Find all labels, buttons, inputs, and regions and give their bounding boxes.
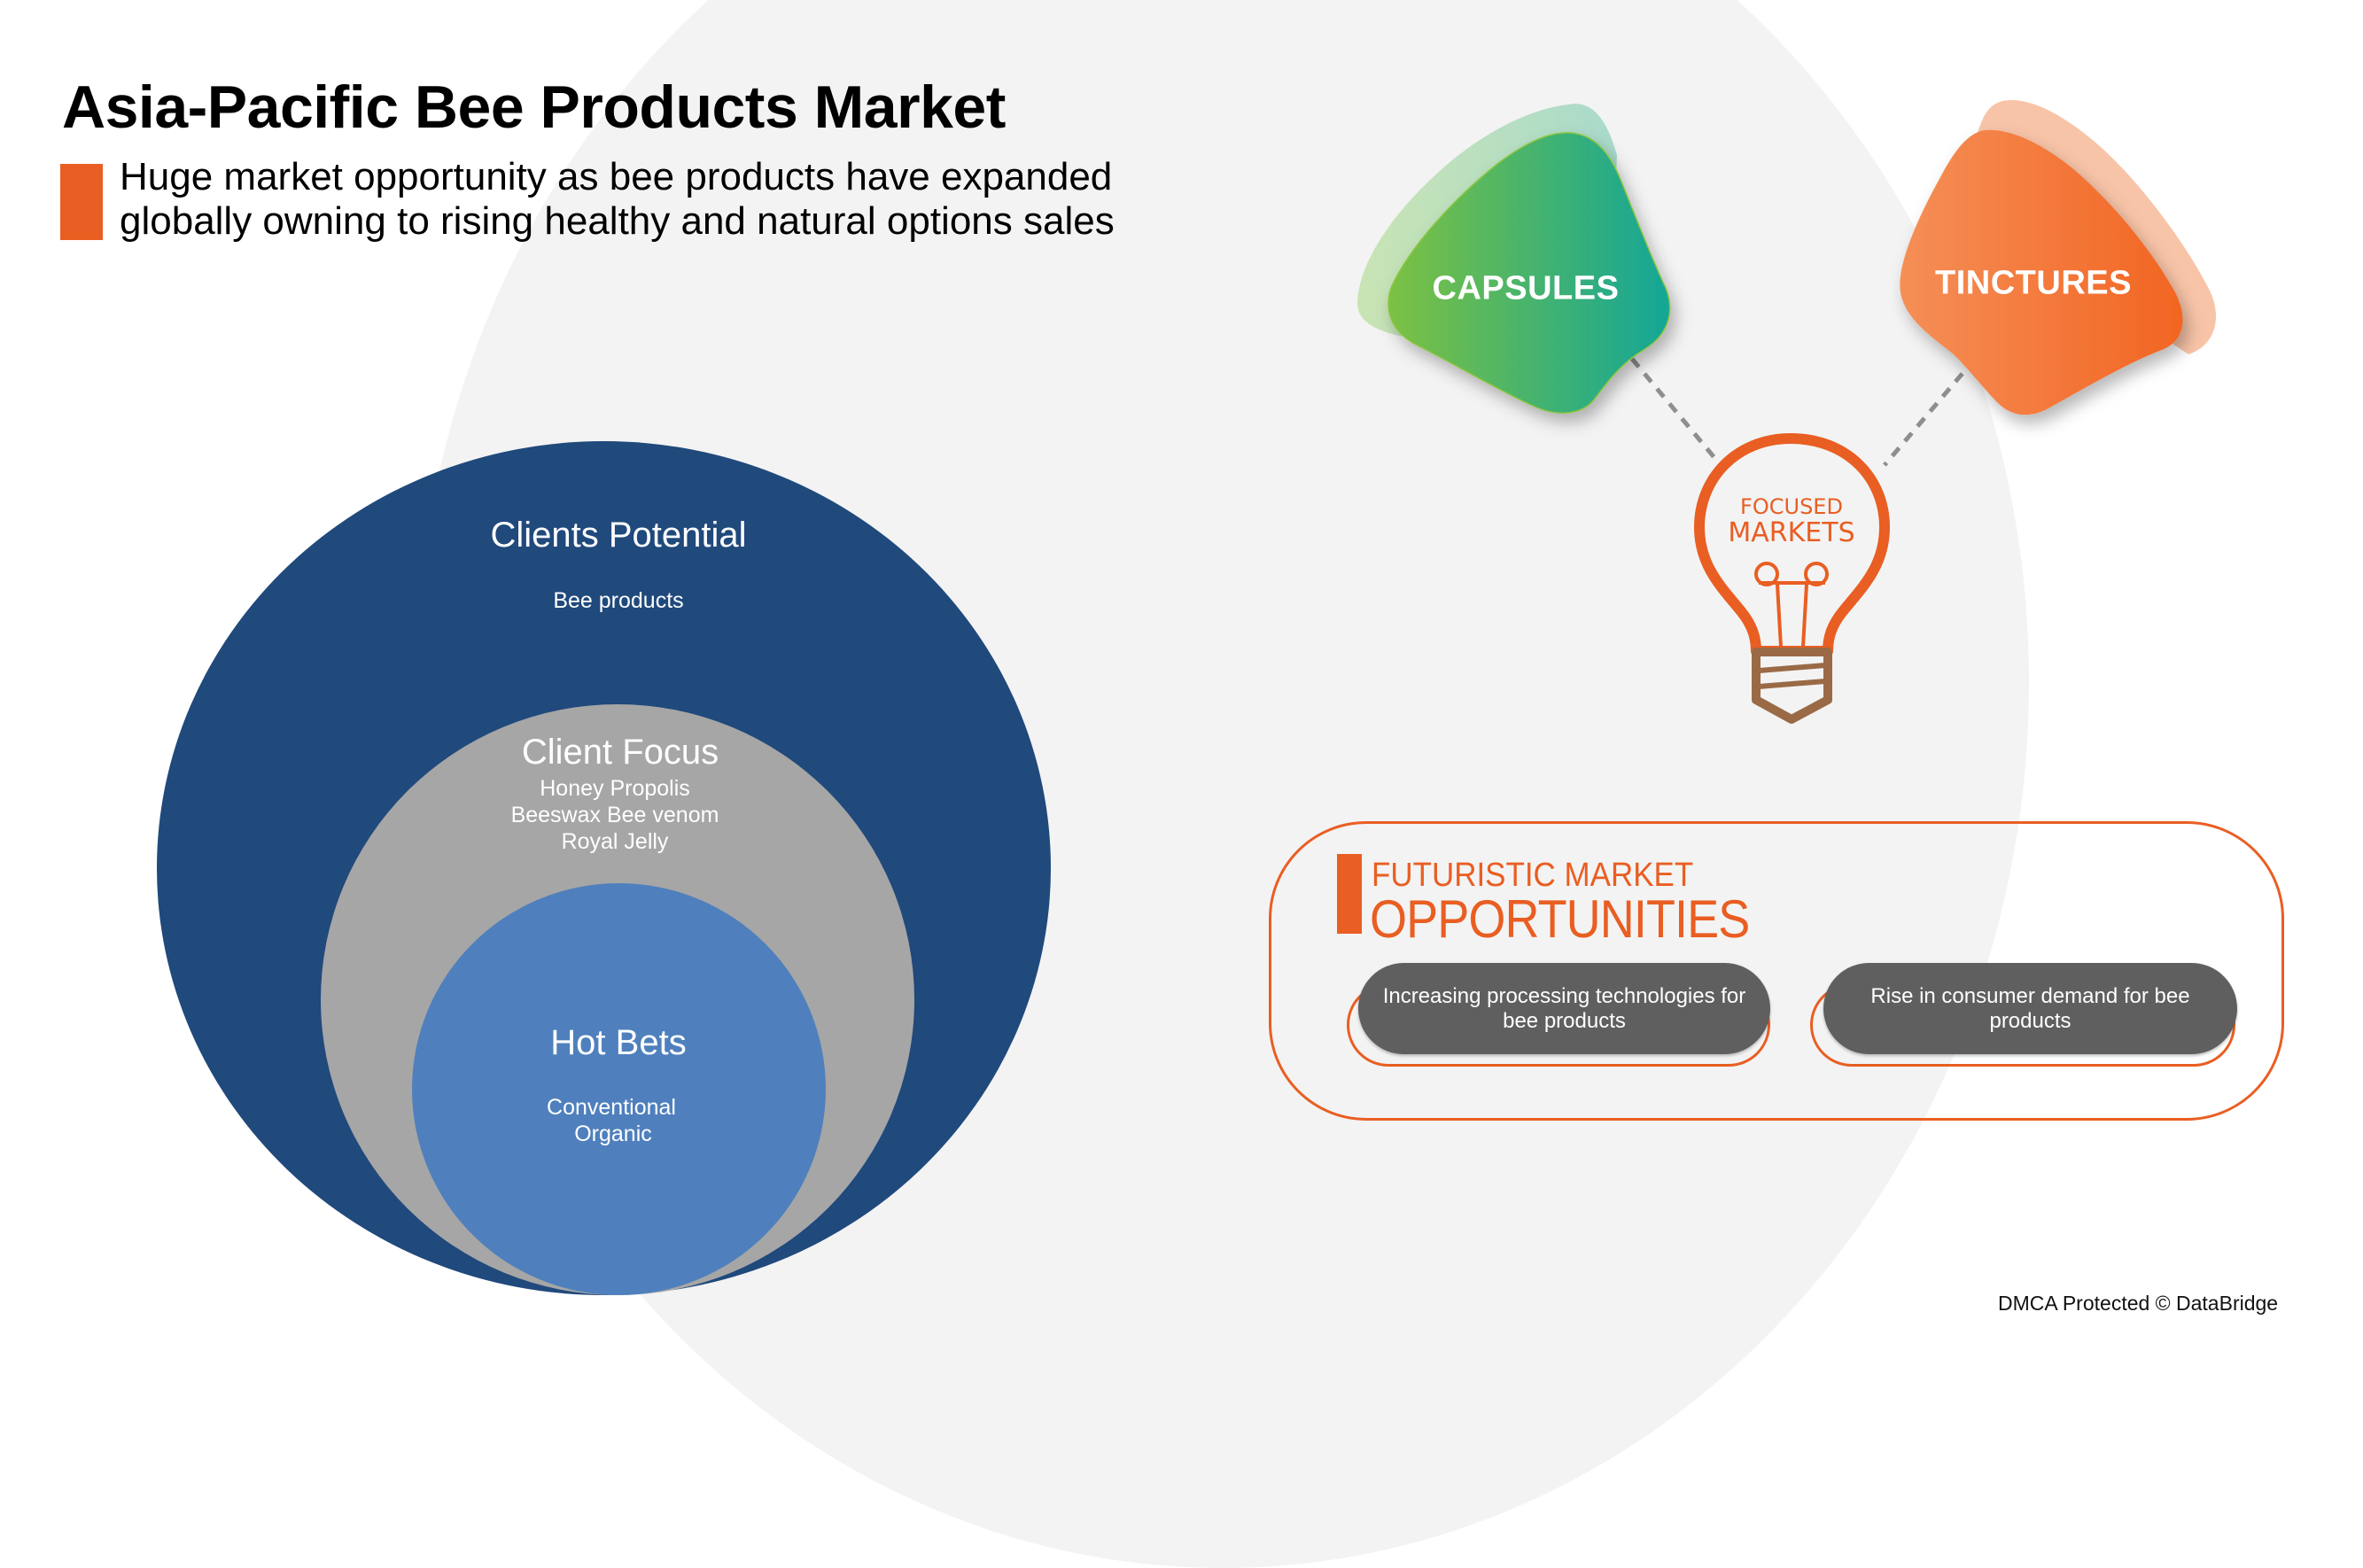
subtitle-line: Huge market opportunity as bee products … — [120, 155, 1113, 198]
hot-bets-item: Conventional — [547, 1095, 676, 1120]
clients-potential-item: Bee products — [553, 588, 684, 613]
subtitle-accent-bar — [60, 164, 103, 240]
client-focus-heading: Client Focus — [521, 733, 719, 772]
focused-markets-graphic — [1356, 100, 2217, 724]
opportunity-item: Increasing processing technologies for b… — [1358, 963, 1770, 1054]
opportunities-panel — [1269, 821, 2284, 1121]
hot-bets-circle — [412, 883, 826, 1295]
client-focus-item: Honey Propolis — [540, 776, 690, 801]
hot-bets-item: Organic — [574, 1122, 652, 1146]
opportunities-accent-bar — [1337, 854, 1362, 934]
page-title: Asia-Pacific Bee Products Market — [62, 74, 1006, 141]
tinctures-label: TINCTURES — [1935, 264, 2132, 302]
bulb-label-focused: FOCUSED — [1740, 494, 1843, 519]
tinctures-blob — [1900, 129, 2183, 415]
opportunity-item: Rise in consumer demand for bee products — [1823, 963, 2237, 1054]
clients-potential-heading: Clients Potential — [490, 516, 747, 555]
subtitle-line: globally owning to rising healthy and na… — [120, 199, 1115, 243]
opportunity-text: Increasing processing technologies for b… — [1382, 983, 1746, 1033]
subtitle: Huge market opportunity as bee products … — [120, 155, 1115, 244]
hot-bets-heading: Hot Bets — [550, 1023, 687, 1062]
bulb-label-markets: MARKETS — [1728, 517, 1855, 548]
opportunities-title-line1: FUTURISTIC MARKET — [1372, 857, 1694, 894]
client-focus-item: Beeswax Bee venom — [510, 803, 719, 827]
connector-capsules — [1630, 357, 1722, 467]
opportunity-text: Rise in consumer demand for bee products — [1870, 983, 2190, 1033]
lightbulb-icon — [1694, 433, 1890, 724]
capsules-label: CAPSULES — [1432, 269, 1620, 307]
client-focus-item: Royal Jelly — [561, 829, 669, 854]
copyright-footer: DMCA Protected © DataBridge — [1998, 1292, 2279, 1315]
connector-tinctures — [1883, 357, 1977, 467]
opportunities-title-line2: OPPORTUNITIES — [1370, 889, 1750, 949]
capsules-blob — [1387, 132, 1671, 414]
